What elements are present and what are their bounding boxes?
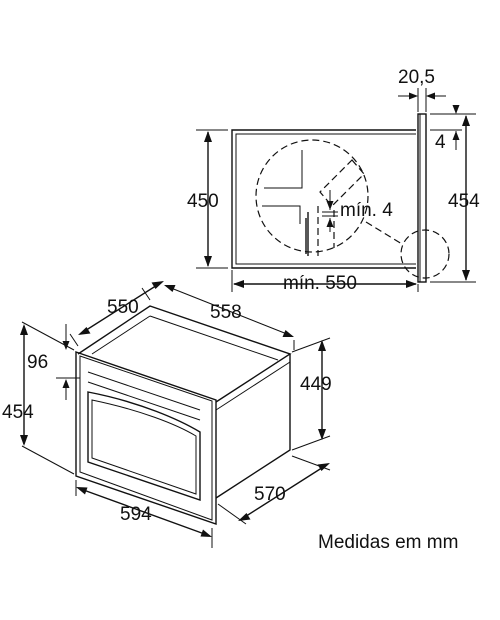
dim-454-right-label: 454 (448, 191, 480, 212)
dim-min4-label: mín. 4 (340, 200, 393, 221)
oven-isometric: 550 558 96 454 449 594 570 (2, 281, 332, 548)
niche-section: 20,5 4 450 454 mín. 4 mín. 550 (187, 67, 480, 294)
detail-circle-small (400, 229, 450, 279)
detail-rect (319, 159, 365, 207)
dim-min550-label: mín. 550 (283, 273, 357, 294)
dim-550-label: 550 (107, 297, 139, 318)
units-caption: Medidas em mm (318, 532, 459, 553)
front-panel (417, 113, 427, 283)
niche-wall-outer (231, 129, 416, 269)
oven-right-face (215, 354, 291, 499)
dim-4-label: 4 (435, 132, 446, 153)
oven-top-face (77, 305, 292, 403)
dim-594-label: 594 (120, 504, 152, 525)
dim-450-label: 450 (187, 191, 219, 212)
dim-20-5-label: 20,5 (398, 67, 435, 88)
oven-front-panel (75, 351, 217, 525)
oven-door-window (87, 391, 201, 501)
niche-wall-inner (235, 133, 416, 265)
dim-558-label: 558 (210, 302, 242, 323)
dim-449-label: 449 (300, 374, 332, 395)
detail-circle-large (255, 139, 369, 253)
dim-454-left-label: 454 (2, 402, 34, 423)
dim-96-label: 96 (27, 352, 48, 373)
dim-570-label: 570 (254, 484, 286, 505)
